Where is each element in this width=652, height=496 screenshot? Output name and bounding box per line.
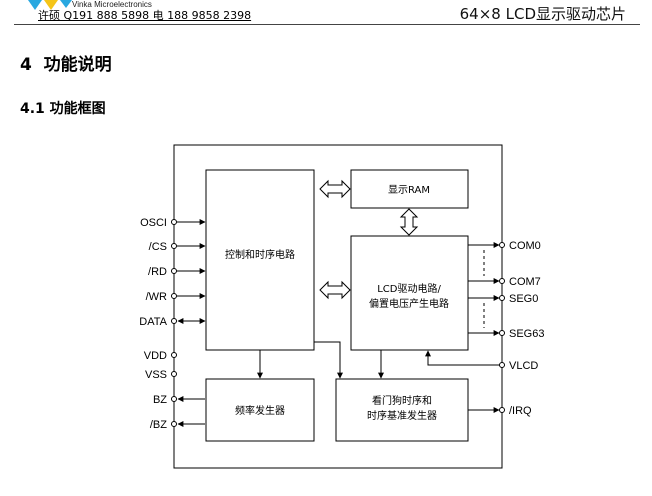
pin-label-seg63: SEG63 [509, 328, 544, 340]
pin-label-irq: /IRQ [509, 405, 532, 417]
brand-name: Vinka Microelectronics [72, 0, 152, 9]
control-lcd-bus-arrow [319, 280, 351, 300]
watchdog-block [335, 378, 469, 442]
internal-signal-arrows [257, 341, 502, 379]
pin-label-bz: BZ [153, 394, 167, 406]
pin-label-rd: /RD [148, 266, 167, 278]
ram-lcd-bus-arrow [399, 208, 419, 236]
lcd-driver-label-1: LCD驱动电路/ [377, 282, 441, 295]
lcd-driver-block [350, 235, 469, 351]
pin-label-vdd: VDD [144, 350, 167, 362]
page-header: Vinka Microelectronics 许硕 Q191 888 5898 … [0, 0, 652, 26]
left-pin-connections [171, 219, 206, 427]
lcd-driver-label-2: 偏置电压产生电路 [369, 297, 449, 310]
subsection-title: 4.1 功能框图 [20, 101, 106, 117]
pin-label-wr: /WR [146, 291, 167, 303]
control-ram-bus-arrow [319, 179, 351, 199]
pin-label-cs: /CS [149, 241, 167, 253]
right-pin-connections [468, 242, 505, 413]
section-title: 4 功能说明 [20, 55, 112, 75]
pin-label-data: DATA [139, 316, 167, 328]
pin-label-com0: COM0 [509, 240, 541, 252]
pin-label-seg0: SEG0 [509, 293, 538, 305]
display-ram-block [350, 169, 469, 209]
display-ram-label: 显示RAM [388, 184, 430, 196]
watchdog-label-2: 时序基准发生器 [367, 409, 437, 422]
pin-label-vss: VSS [145, 369, 167, 381]
contact-info: 许硕 Q191 888 5898 电 188 9858 2398 [38, 9, 252, 22]
pin-label-vlcd: VLCD [509, 360, 538, 372]
pin-label-osci: OSCI [140, 217, 167, 229]
chip-outline [173, 144, 503, 469]
chip-title: 64×8 LCD显示驱动芯片 [459, 5, 626, 23]
freq-gen-block [205, 378, 315, 442]
vinka-logo-icon [28, 0, 72, 10]
watchdog-label-1: 看门狗时序和 [372, 394, 432, 407]
pin-label-com7: COM7 [509, 276, 541, 288]
pin-label-nbz: /BZ [150, 419, 167, 431]
header-rule [14, 24, 640, 25]
control-block-label: 控制和时序电路 [225, 248, 295, 261]
freq-gen-label: 频率发生器 [235, 404, 285, 417]
